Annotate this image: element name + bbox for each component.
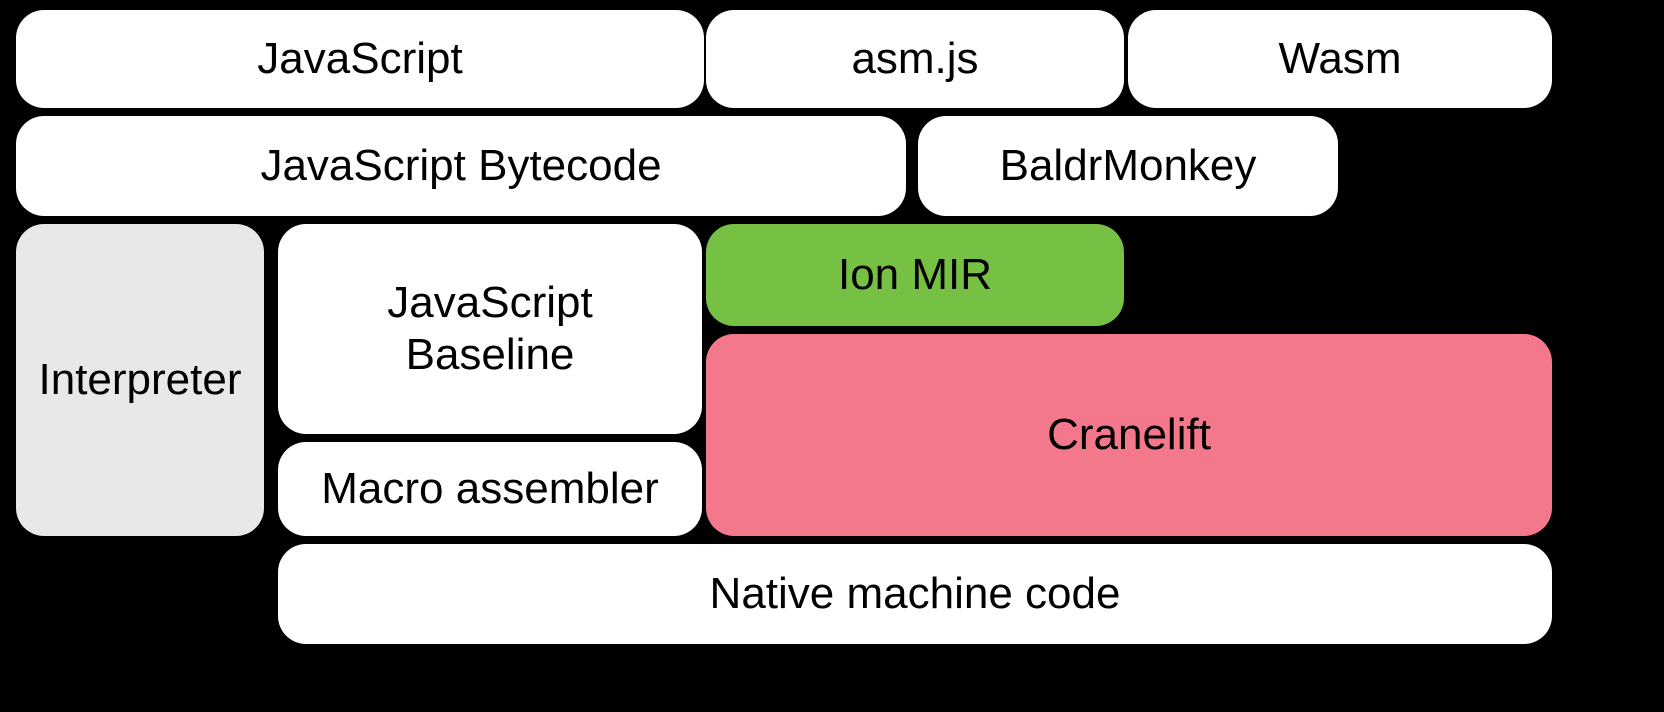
node-ion-mir: Ion MIR [706,224,1124,326]
node-javascript-baseline: JavaScript Baseline [278,224,702,434]
node-native-machine-code: Native machine code [278,544,1552,644]
node-javascript-bytecode: JavaScript Bytecode [16,116,906,216]
node-macro-assembler: Macro assembler [278,442,702,536]
node-javascript: JavaScript [16,10,704,108]
node-wasm: Wasm [1128,10,1552,108]
node-baldrmonkey: BaldrMonkey [918,116,1338,216]
node-asmjs: asm.js [706,10,1124,108]
node-cranelift: Cranelift [706,334,1552,536]
node-interpreter: Interpreter [16,224,264,536]
